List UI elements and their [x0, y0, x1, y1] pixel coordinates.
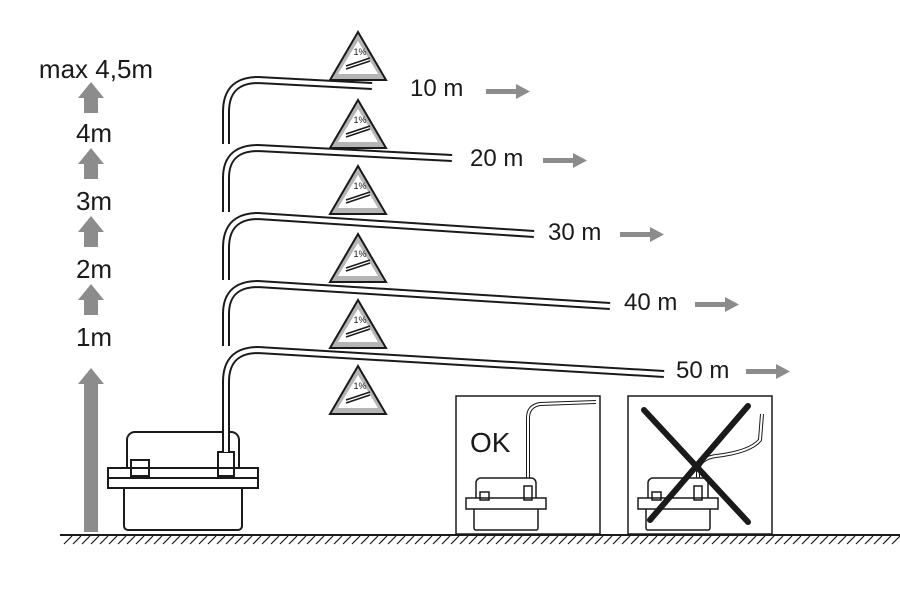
- distance-label-30m: 30 m: [548, 219, 601, 246]
- slope-label: 1%: [353, 315, 366, 325]
- height-label-3m: 3m: [76, 186, 112, 216]
- distance-label-40m: 40 m: [624, 289, 677, 316]
- up-arrow-icon: [78, 368, 104, 532]
- small-pump-ok: [465, 477, 547, 531]
- ground: [60, 534, 900, 545]
- slope-warning-icon: 1%: [329, 299, 387, 349]
- pump-unit: [107, 431, 259, 531]
- distance-label-20m: 20 m: [470, 145, 523, 172]
- right-arrow-icon: [620, 227, 664, 242]
- height-label-1m: 1m: [76, 322, 112, 352]
- discharge-pipes: [222, 75, 665, 452]
- right-arrow-icon: [695, 297, 739, 312]
- incorrect-installation-panel: [627, 395, 773, 535]
- height-label-4m: 4m: [76, 118, 112, 148]
- slope-warning-icon: 1%: [329, 165, 387, 215]
- slope-label: 1%: [353, 249, 366, 259]
- distance-label-50m: 50 m: [676, 357, 729, 384]
- right-arrow-icon: [543, 153, 587, 168]
- slope-label: 1%: [353, 47, 366, 57]
- cross-icon: [641, 403, 751, 525]
- up-arrow-icon: [78, 284, 104, 315]
- height-label-max: max 4,5m: [39, 54, 153, 84]
- slope-warning-icon: 1%: [329, 365, 387, 415]
- ok-label: OK: [470, 427, 511, 458]
- height-scale: 1m 2m 3m 4m max 4,5m: [39, 54, 153, 532]
- height-label-2m: 2m: [76, 254, 112, 284]
- slope-label: 1%: [353, 115, 366, 125]
- slope-warning-icon: 1%: [329, 233, 387, 283]
- slope-warning-icon: 1%: [329, 31, 387, 81]
- slope-label: 1%: [353, 181, 366, 191]
- up-arrow-icon: [78, 148, 104, 179]
- slope-label: 1%: [353, 381, 366, 391]
- up-arrow-icon: [78, 82, 104, 113]
- distance-labels: 10 m 20 m 30 m 40 m 50 m: [410, 75, 790, 384]
- distance-label-10m: 10 m: [410, 75, 463, 102]
- slope-warning-icon: 1%: [329, 99, 387, 149]
- correct-installation-panel: OK: [455, 395, 601, 535]
- up-arrow-icon: [78, 216, 104, 247]
- right-arrow-icon: [486, 84, 530, 99]
- right-arrow-icon: [746, 364, 790, 379]
